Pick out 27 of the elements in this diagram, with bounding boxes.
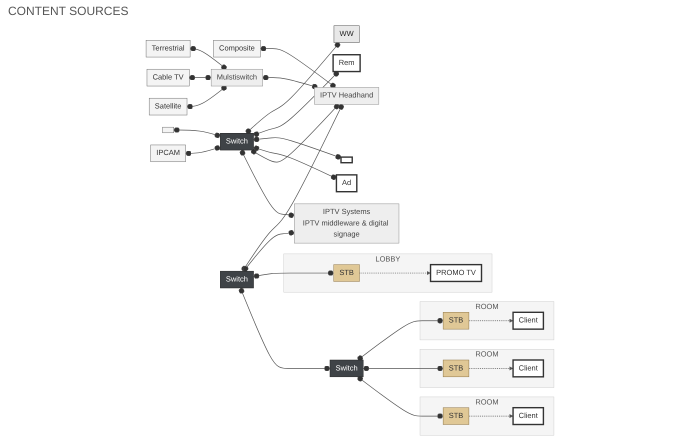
connector	[185, 145, 221, 156]
arrow	[468, 366, 514, 370]
connector	[190, 46, 227, 70]
connector	[188, 74, 212, 80]
connector	[357, 376, 444, 419]
connector	[242, 230, 295, 272]
connector	[253, 136, 342, 160]
arrow	[359, 270, 431, 276]
connector	[173, 127, 221, 138]
node-box	[162, 126, 174, 134]
section-heading: CONTENT SOURCES	[8, 4, 128, 18]
node-box	[340, 156, 353, 164]
connector	[240, 150, 295, 218]
arrow	[468, 318, 514, 323]
arrow	[468, 414, 514, 418]
connector	[253, 270, 334, 279]
connector	[186, 85, 227, 110]
connector	[238, 288, 330, 372]
connector	[262, 74, 318, 90]
connector	[246, 42, 340, 134]
connector	[250, 104, 340, 163]
connector	[253, 70, 340, 137]
connector	[362, 366, 444, 372]
connector	[357, 318, 444, 361]
connector	[253, 145, 337, 180]
connector	[241, 104, 344, 272]
connector	[260, 46, 336, 88]
